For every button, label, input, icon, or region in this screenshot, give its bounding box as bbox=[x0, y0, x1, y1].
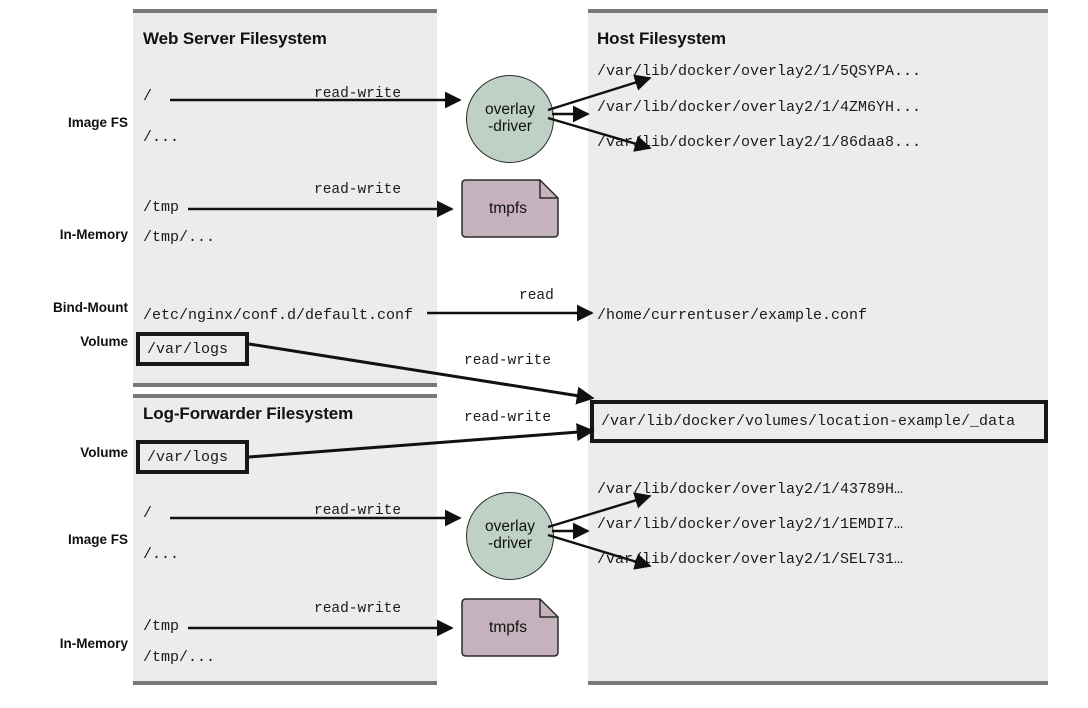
log-image-fs-root-path: / bbox=[143, 505, 153, 522]
web-in-memory-edge-label: read-write bbox=[314, 182, 402, 198]
row-label-image-fs-log: Image FS bbox=[67, 532, 128, 547]
host-volume-mount-box: /var/lib/docker/volumes/location-example… bbox=[590, 400, 1048, 443]
web-in-memory-tmp-children-path: /tmp/... bbox=[143, 229, 216, 246]
host-web-overlay-path-2: /var/lib/docker/overlay2/1/86daa8... bbox=[597, 134, 922, 151]
row-label-volume-log: Volume bbox=[80, 445, 128, 460]
row-label-bind-mount-web: Bind-Mount bbox=[53, 300, 128, 315]
log-overlay-driver-line1: overlay bbox=[485, 518, 535, 536]
host-web-overlay-path-1: /var/lib/docker/overlay2/1/4ZM6YH... bbox=[597, 99, 922, 116]
web-bind-mount-container-path: /etc/nginx/conf.d/default.conf bbox=[143, 307, 414, 324]
host-panel-top-rule bbox=[588, 9, 1048, 13]
log-image-fs-edge-label: read-write bbox=[314, 503, 402, 519]
log-image-fs-root-children-path: /... bbox=[143, 546, 180, 563]
web-volume-container-path: /var/logs bbox=[147, 340, 229, 358]
web-volume-edge-label: read-write bbox=[464, 353, 552, 369]
web-overlay-driver-line2: -driver bbox=[488, 118, 532, 135]
host-panel-title: Host Filesystem bbox=[597, 29, 726, 48]
web-server-panel bbox=[133, 13, 437, 383]
host-panel-bottom-rule bbox=[588, 681, 1048, 685]
log-volume-mount-box: /var/logs bbox=[136, 440, 249, 474]
row-label-in-memory-log: In-Memory bbox=[59, 636, 128, 651]
row-label-in-memory-web: In-Memory bbox=[59, 227, 128, 242]
log-volume-edge-label: read-write bbox=[464, 410, 552, 426]
web-bind-mount-edge-label: read bbox=[519, 288, 554, 304]
row-label-volume-web: Volume bbox=[80, 334, 128, 349]
web-volume-mount-box: /var/logs bbox=[136, 332, 249, 366]
log-in-memory-tmp-path: /tmp bbox=[143, 618, 180, 635]
host-log-overlay-path-0: /var/lib/docker/overlay2/1/43789H… bbox=[597, 481, 904, 498]
web-server-panel-bottom-rule bbox=[133, 383, 437, 387]
log-forwarder-panel-bottom-rule bbox=[133, 681, 437, 685]
log-forwarder-panel-top-rule bbox=[133, 394, 437, 398]
host-log-overlay-path-1: /var/lib/docker/overlay2/1/1EMDI7… bbox=[597, 516, 904, 533]
log-overlay-driver-node: overlay -driver bbox=[466, 492, 554, 580]
log-overlay-driver-line2: -driver bbox=[488, 535, 532, 552]
host-volume-path: /var/lib/docker/volumes/location-example… bbox=[601, 413, 1016, 430]
web-overlay-driver-line1: overlay bbox=[485, 101, 535, 119]
web-image-fs-edge-label: read-write bbox=[314, 86, 402, 102]
host-panel bbox=[588, 13, 1048, 681]
log-forwarder-panel-title: Log-Forwarder Filesystem bbox=[143, 404, 354, 423]
log-in-memory-edge-label: read-write bbox=[314, 601, 402, 617]
log-tmpfs-label: tmpfs bbox=[489, 619, 527, 636]
host-bind-mount-path: /home/currentuser/example.conf bbox=[597, 307, 868, 324]
row-label-image-fs-web: Image FS bbox=[67, 115, 128, 130]
log-tmpfs-node: tmpfs bbox=[456, 597, 560, 659]
log-in-memory-tmp-children-path: /tmp/... bbox=[143, 649, 216, 666]
web-image-fs-root-children-path: /... bbox=[143, 129, 180, 146]
web-tmpfs-label: tmpfs bbox=[489, 200, 527, 217]
log-volume-container-path: /var/logs bbox=[147, 448, 229, 466]
web-overlay-driver-node: overlay -driver bbox=[466, 75, 554, 163]
web-server-panel-top-rule bbox=[133, 9, 437, 13]
web-in-memory-tmp-path: /tmp bbox=[143, 199, 180, 216]
web-tmpfs-node: tmpfs bbox=[456, 178, 560, 240]
web-image-fs-root-path: / bbox=[143, 88, 153, 105]
host-web-overlay-path-0: /var/lib/docker/overlay2/1/5QSYPA... bbox=[597, 63, 922, 80]
host-log-overlay-path-2: /var/lib/docker/overlay2/1/SEL731… bbox=[597, 551, 904, 568]
web-server-panel-title: Web Server Filesystem bbox=[143, 29, 327, 48]
